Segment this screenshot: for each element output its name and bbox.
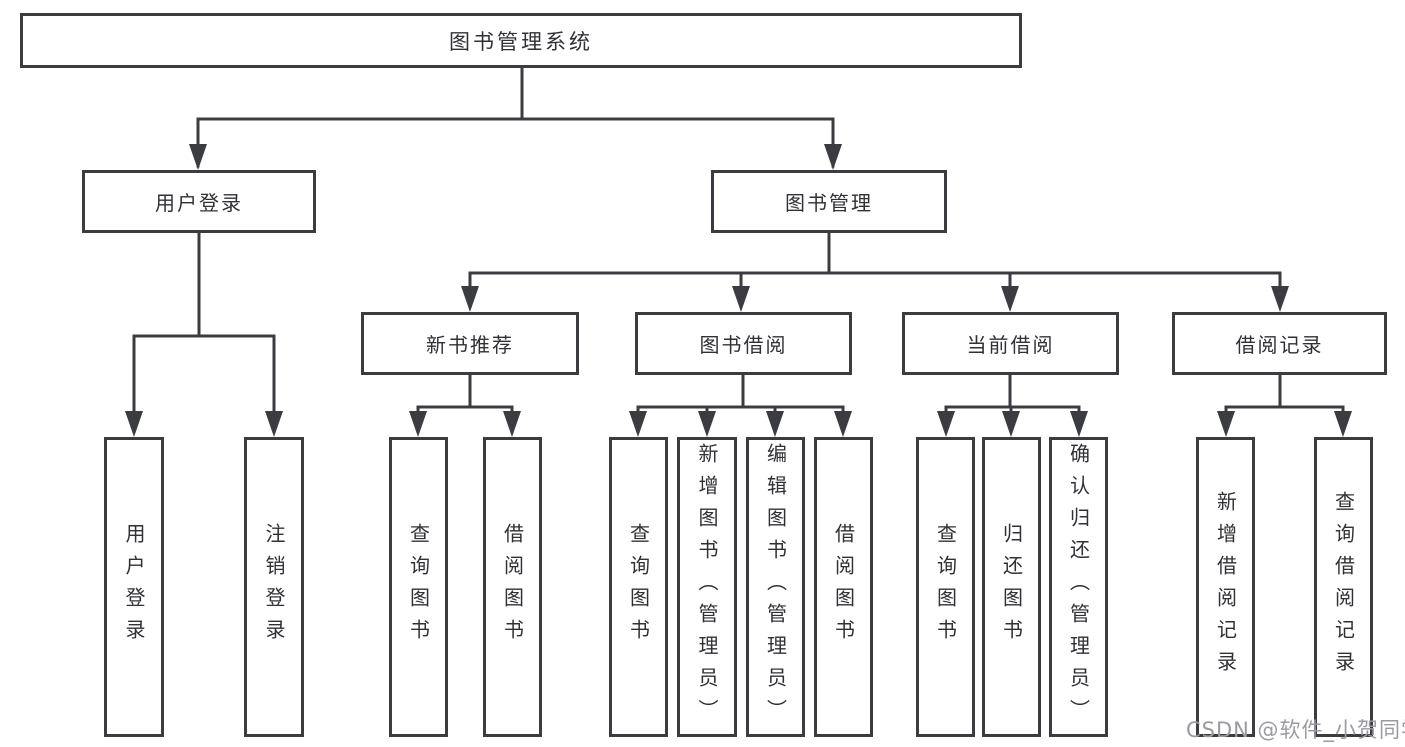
leaf-current-confirm-return-admin: 确认归还（管理员）	[1049, 437, 1108, 737]
node-user-login: 用户登录	[82, 170, 316, 233]
leaf-records-add-record: 新增借阅记录	[1196, 437, 1255, 737]
leaf-newrec-query-books: 查询图书	[389, 437, 448, 737]
leaf-logout: 注销登录	[244, 437, 304, 737]
connector-path	[132, 66, 1345, 433]
node-borrowing-records: 借阅记录	[1172, 312, 1387, 375]
leaf-borrowing-add-books-admin: 新增图书（管理员）	[677, 437, 737, 737]
node-current-borrowing: 当前借阅	[902, 312, 1119, 375]
leaf-newrec-borrow-books: 借阅图书	[483, 437, 542, 737]
leaf-current-return-books: 归还图书	[982, 437, 1041, 737]
leaf-current-query-books: 查询图书	[916, 437, 975, 737]
node-book-management: 图书管理	[711, 170, 947, 233]
node-book-borrowing: 图书借阅	[635, 312, 852, 375]
watermark: CSDN @软件_小贺同学	[1186, 718, 1405, 742]
leaf-borrowing-edit-books-admin: 编辑图书（管理员）	[746, 437, 805, 737]
leaf-borrowing-borrow-books: 借阅图书	[814, 437, 873, 737]
arrowhead-icons	[125, 144, 1352, 437]
leaf-borrowing-query-books: 查询图书	[609, 437, 668, 737]
node-new-book-recommend: 新书推荐	[361, 312, 579, 375]
leaf-user-login: 用户登录	[104, 437, 164, 737]
leaf-records-query-record: 查询借阅记录	[1314, 437, 1373, 737]
node-root: 图书管理系统	[20, 13, 1022, 68]
